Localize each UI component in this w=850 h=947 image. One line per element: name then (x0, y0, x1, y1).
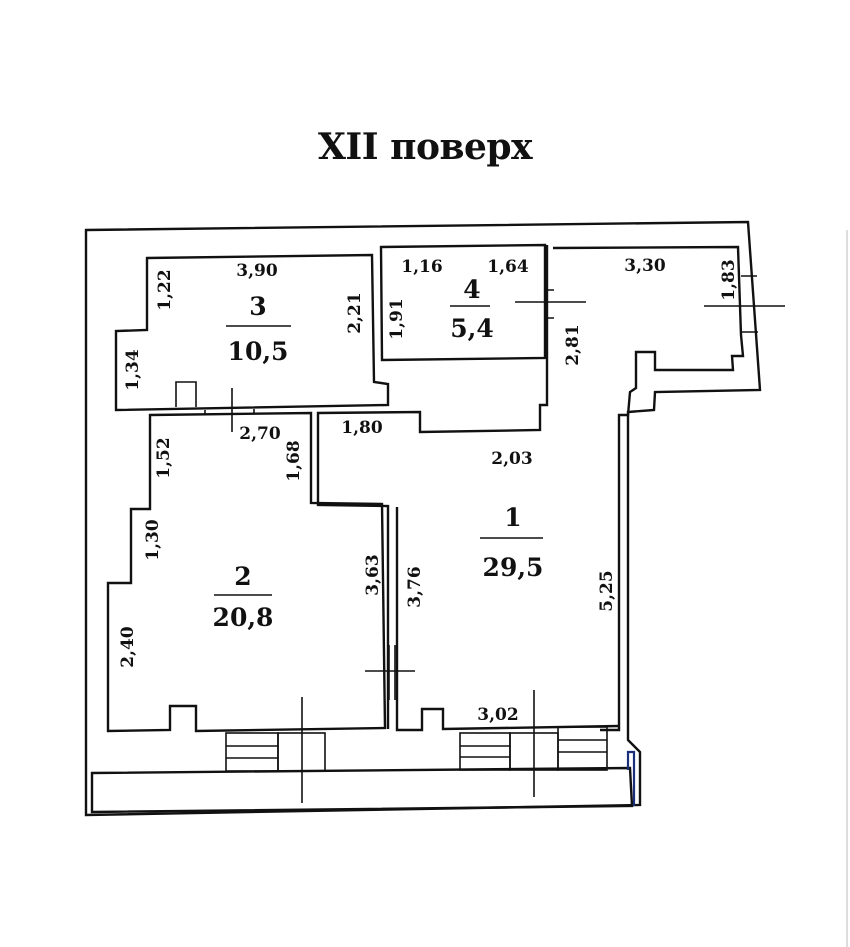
dim-room3-left-upper: 1,22 (155, 269, 175, 310)
room-4-label: 4 5,4 (450, 275, 494, 343)
dim-room2-left-mid: 1,30 (143, 519, 163, 561)
room-3-niche (175, 381, 197, 407)
room-2-number: 2 (234, 562, 251, 591)
dim-hall-right: 1,83 (719, 259, 739, 300)
dim-hall-left: 2,81 (563, 324, 583, 365)
balcony-outline (90, 766, 634, 814)
room4-door (544, 289, 554, 319)
dim-room4-top-left: 1,16 (401, 257, 442, 277)
room-3-label: 3 10,5 (226, 292, 291, 366)
dim-room2-top: 2,70 (239, 424, 281, 444)
room-3-number: 3 (249, 292, 266, 321)
dim-room3-left-lower: 1,34 (123, 349, 143, 391)
window-left (225, 732, 326, 772)
hall-outline (552, 245, 745, 732)
room-1-bottom (395, 507, 620, 732)
room-1-number: 1 (504, 503, 521, 532)
dim-room1-top-mid: 2,03 (491, 449, 532, 469)
room-4-number: 4 (463, 275, 480, 304)
room-4-outline (379, 243, 547, 362)
dim-room1-right: 5,25 (597, 570, 617, 611)
dim-room1-bottom: 3,02 (477, 705, 518, 725)
dim-hall-top: 3,30 (624, 256, 666, 276)
room-3-outline (114, 253, 390, 412)
hall-right-door (741, 275, 758, 333)
blue-pen-mark (626, 750, 636, 806)
window-middle (459, 732, 559, 771)
floor-title: XII поверх (317, 126, 533, 168)
room-1-area: 29,5 (483, 553, 544, 582)
room-4-area: 5,4 (450, 314, 494, 343)
dim-room2-left-lower: 2,40 (118, 626, 138, 668)
dim-room1-top-left: 1,80 (341, 418, 383, 438)
dim-room4-top-right: 1,64 (487, 257, 529, 277)
room2-room3-door (204, 409, 255, 414)
room2-side-door (388, 645, 396, 700)
dim-room1-left: 3,76 (405, 566, 425, 607)
room-2-area: 20,8 (213, 603, 274, 632)
dim-room2-left-upper: 1,52 (154, 437, 174, 478)
dim-room2-right-lower: 3,63 (363, 554, 383, 595)
dim-room4-left: 1,91 (387, 298, 407, 339)
room-3-area: 10,5 (228, 337, 289, 366)
window-right (557, 726, 608, 771)
room-1-label: 1 29,5 (480, 503, 543, 582)
dim-room3-right: 2,21 (345, 292, 365, 333)
room-2-label: 2 20,8 (213, 562, 274, 632)
dim-room3-top: 3,90 (236, 261, 278, 281)
partition-room4-hall (316, 245, 549, 729)
dim-room2-right-upper: 1,68 (284, 440, 304, 481)
section-marks (231, 301, 785, 803)
room-2-outline (106, 411, 387, 733)
